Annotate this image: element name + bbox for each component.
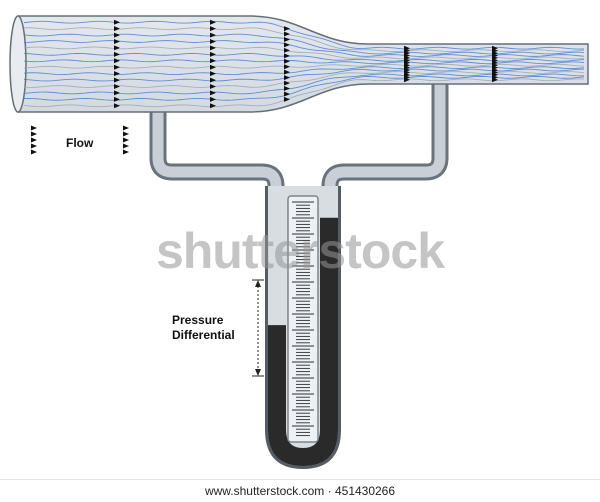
flow-arrowhead	[114, 64, 120, 70]
flow-arrowhead	[210, 39, 216, 44]
flow-indicator-arrowhead	[123, 137, 129, 143]
pressure-label-line2: Differential	[172, 328, 235, 342]
pressure-label-line1: Pressure	[172, 313, 224, 327]
flow-arrowheads	[114, 19, 498, 109]
flow-arrowhead	[284, 69, 290, 75]
flow-arrowhead	[210, 90, 216, 96]
flow-label: Flow	[66, 136, 94, 150]
flow-arrowhead	[114, 26, 120, 32]
flow-arrowhead	[210, 51, 216, 57]
flow-arrowhead	[284, 47, 290, 53]
scale-ticks	[292, 201, 314, 437]
flow-arrowhead	[284, 91, 290, 97]
flow-indicator-arrowhead	[31, 149, 37, 155]
flow-arrowhead	[284, 58, 290, 64]
flow-arrowhead	[284, 36, 290, 42]
flow-arrowhead	[284, 42, 290, 48]
flow-indicator-arrowhead	[31, 131, 37, 137]
flow-arrowhead	[284, 80, 290, 86]
flow-arrowhead	[114, 103, 120, 109]
flow-arrowhead	[114, 71, 120, 77]
flow-arrowhead	[284, 64, 290, 70]
pressure-differential-marker	[252, 279, 264, 377]
flow-arrowhead	[210, 84, 216, 89]
manometer-fluid-column	[268, 217, 338, 466]
flow-arrowhead	[284, 53, 290, 59]
connector-pipes	[149, 78, 449, 440]
flow-arrowhead	[210, 26, 216, 32]
flow-arrowhead	[210, 45, 216, 51]
flow-arrowhead	[284, 75, 290, 81]
manometer-fluid	[268, 217, 338, 466]
flow-indicator-arrowhead	[123, 125, 129, 131]
flow-arrowhead	[114, 51, 120, 57]
flow-arrowhead	[210, 77, 216, 83]
flow-arrowhead	[114, 19, 120, 25]
flow-arrowhead	[284, 26, 290, 32]
flow-arrowhead	[210, 64, 216, 70]
flow-arrowhead	[210, 19, 216, 25]
flow-indicator-arrowhead	[123, 131, 129, 137]
flow-arrowhead	[210, 58, 216, 64]
flow-indicator-arrowhead	[31, 125, 37, 131]
flow-arrowhead	[114, 90, 120, 96]
manometer-scale	[287, 195, 319, 443]
flow-indicator-arrowhead	[31, 137, 37, 143]
flow-arrowhead	[284, 86, 290, 92]
flow-arrowhead	[114, 39, 120, 44]
flow-indicator-arrowhead	[123, 143, 129, 149]
flow-indicator-arrowhead	[123, 149, 129, 155]
flow-arrowhead	[210, 32, 216, 38]
flow-arrowhead	[210, 71, 216, 77]
footer-bar: www.shutterstock.com · 451430266	[0, 479, 600, 502]
flow-arrowhead	[284, 31, 290, 37]
flow-arrowhead	[114, 84, 120, 89]
flow-arrowhead	[210, 103, 216, 109]
venturi-tube	[9, 15, 589, 113]
flow-arrowhead	[114, 96, 120, 102]
watermark-text: shutterstock	[155, 223, 445, 279]
flow-arrowhead	[492, 77, 498, 83]
pressure-differential-label: Pressure Differential	[172, 313, 235, 343]
flow-arrowhead	[284, 96, 290, 102]
flow-indicator-arrowhead	[31, 143, 37, 149]
flow-arrowhead	[114, 77, 120, 83]
flow-arrowhead	[210, 96, 216, 102]
flow-arrowhead	[114, 45, 120, 51]
flow-arrowhead	[114, 58, 120, 64]
flow-indicator-arrows	[31, 125, 129, 155]
flow-arrowhead	[404, 77, 410, 83]
flow-arrowhead	[114, 32, 120, 38]
